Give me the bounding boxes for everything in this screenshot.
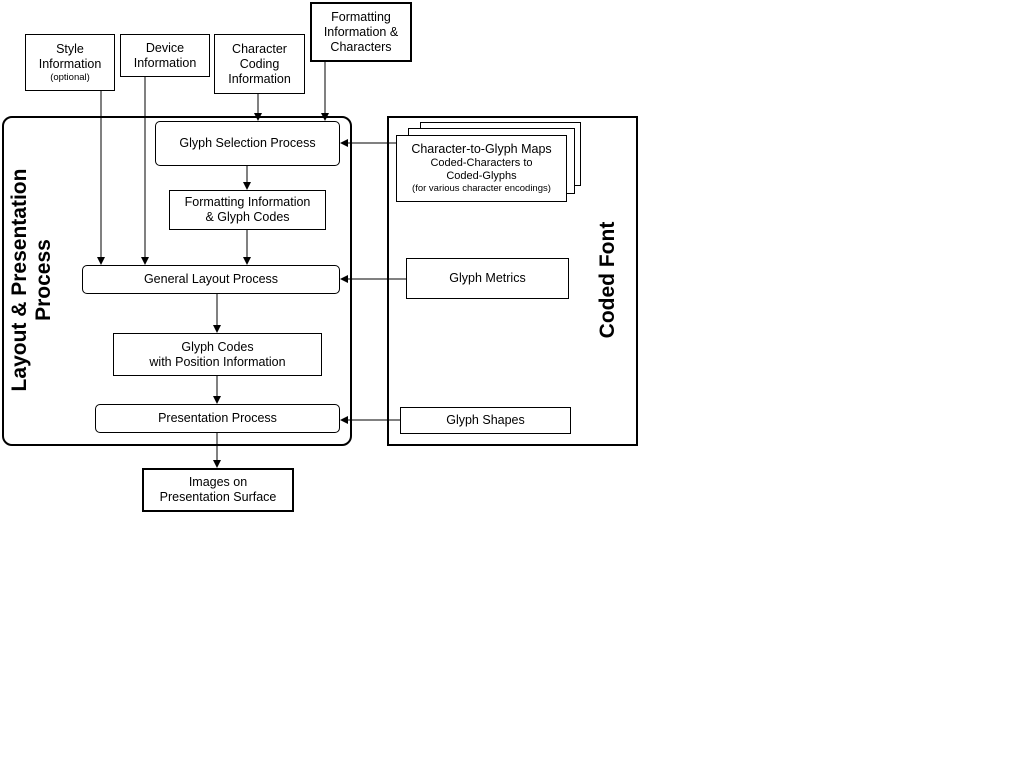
images-presentation-label-1: Images on: [188, 475, 248, 489]
glyph-selection-process-label: Glyph Selection Process: [179, 136, 316, 150]
formatting-information-characters-box: Formatting Information & Characters: [310, 2, 412, 62]
formatting-characters-label-3: Characters: [330, 39, 392, 54]
character-glyph-maps-line-3: Coded-Glyphs: [446, 170, 517, 182]
general-layout-process-label: General Layout Process: [143, 272, 279, 286]
images-presentation-surface-box: Images on Presentation Surface: [142, 468, 294, 512]
formatting-glyph-codes-label-1: Formatting Information: [184, 195, 311, 209]
formatting-glyph-codes-box: Formatting Information & Glyph Codes: [169, 190, 326, 230]
glyph-shapes-box: Glyph Shapes: [400, 407, 571, 434]
glyph-metrics-label: Glyph Metrics: [449, 271, 526, 285]
glyph-metrics-box: Glyph Metrics: [406, 258, 569, 299]
glyph-codes-position-box: Glyph Codes with Position Information: [113, 333, 322, 376]
glyph-shapes-label: Glyph Shapes: [446, 413, 525, 427]
style-information-label-1: Style: [56, 41, 84, 56]
character-coding-information-box: Character Coding Information: [214, 34, 305, 94]
layout-presentation-title-line-1: Layout & Presentation: [8, 168, 31, 392]
device-information-label-2: Information: [133, 55, 197, 70]
layout-presentation-title-line-2: Process: [32, 239, 55, 321]
glyph-codes-position-label-1: Glyph Codes: [181, 339, 254, 354]
character-coding-label-2: Coding: [239, 56, 280, 71]
formatting-characters-label-2: Information &: [323, 24, 399, 39]
character-coding-label-3: Information: [228, 71, 291, 86]
style-information-optional-note: (optional): [50, 71, 90, 83]
coded-font-title: Coded Font: [596, 221, 619, 339]
character-glyph-maps-line-2: Coded-Characters to: [430, 157, 533, 169]
general-layout-process-box: General Layout Process: [82, 265, 340, 294]
presentation-process-label: Presentation Process: [158, 411, 277, 425]
layout-presentation-process-title: Layout & Presentation Process: [8, 150, 58, 410]
formatting-characters-label-1: Formatting: [331, 9, 391, 24]
style-information-label-2: Information: [38, 56, 102, 71]
formatting-glyph-codes-label-2: & Glyph Codes: [205, 210, 290, 224]
character-glyph-maps-note: (for various character encodings): [412, 183, 551, 194]
character-coding-label-1: Character: [232, 41, 287, 56]
glyph-codes-position-label-2: with Position Information: [149, 354, 286, 369]
device-information-label-1: Device: [145, 40, 185, 55]
glyph-selection-process-box: Glyph Selection Process: [155, 121, 340, 166]
character-glyph-maps-box: Character-to-Glyph Maps Coded-Characters…: [396, 135, 567, 202]
images-presentation-label-2: Presentation Surface: [159, 490, 277, 504]
style-information-box: Style Information (optional): [25, 34, 115, 91]
device-information-box: Device Information: [120, 34, 210, 77]
character-glyph-maps-title: Character-to-Glyph Maps: [411, 142, 552, 156]
presentation-process-box: Presentation Process: [95, 404, 340, 433]
